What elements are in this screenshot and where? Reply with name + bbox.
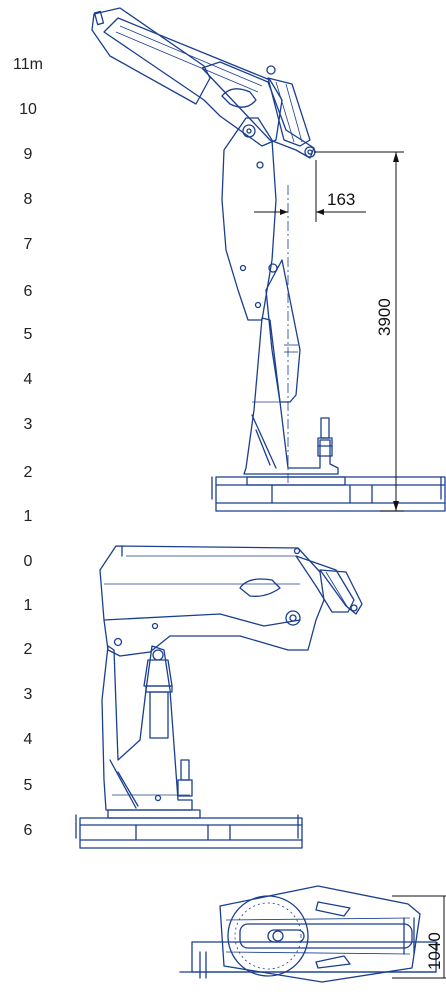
- scale-label-neg-2: 2: [23, 641, 33, 658]
- offset-dimension-value: 163: [327, 190, 355, 209]
- raised-outer-boom: [91, 7, 316, 159]
- top-boom-outline: [219, 885, 421, 983]
- height-dimension-value: 3900: [375, 298, 394, 336]
- scale-label-neg-3: 3: [23, 686, 33, 703]
- scale-label-4: 4: [23, 371, 33, 388]
- scale-label-10: 10: [19, 101, 37, 118]
- raised-column: [243, 317, 339, 475]
- crane-raised-view: [91, 7, 446, 512]
- height-dimension: 3900: [314, 151, 404, 512]
- scale-label-5: 5: [23, 326, 33, 343]
- width-dimension-value: 1040: [425, 932, 444, 970]
- raised-inner-boom: [221, 117, 301, 403]
- scale-label-11m: 11m: [13, 56, 43, 73]
- scale-label-neg-6: 6: [23, 822, 33, 839]
- folded-boom: [99, 545, 363, 657]
- top-base-outline: [191, 941, 437, 973]
- offset-dimension: 163: [254, 160, 366, 222]
- scale-label-8: 8: [23, 191, 33, 208]
- width-dimension: 1040: [392, 895, 446, 979]
- folded-base-frame: [75, 809, 303, 849]
- crane-folded-view: [75, 545, 363, 849]
- crane-top-view: [179, 885, 437, 983]
- scale-label-6: 6: [23, 283, 33, 300]
- scale-label-neg-4: 4: [23, 731, 33, 748]
- scale-label-9: 9: [23, 146, 33, 163]
- scale-label-7: 7: [23, 236, 33, 253]
- scale-label-3: 3: [23, 416, 33, 433]
- slewing-ring-bolt-circle: [234, 902, 302, 970]
- scale-label-0: 0: [23, 553, 33, 570]
- scale-label-neg-1: 1: [23, 597, 33, 614]
- folded-column: [101, 645, 193, 811]
- scale-label-2: 2: [23, 464, 33, 481]
- raised-base-frame: [211, 476, 446, 512]
- scale-label-neg-5: 5: [23, 777, 33, 794]
- scale-label-1: 1: [23, 508, 33, 525]
